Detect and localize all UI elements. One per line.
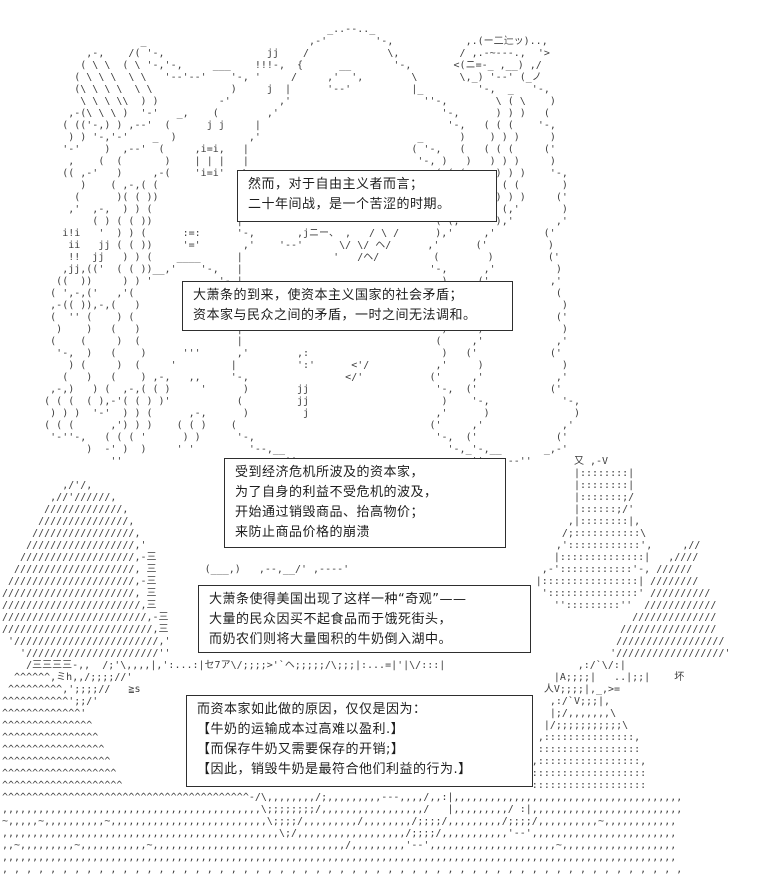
dialog-line: 【因此，销毁牛奶是最符合他们利益的行为.】 (197, 762, 472, 777)
dialog-line: 来防止商品价格的崩溃 (235, 525, 371, 540)
ascii-art-background: _..--.._ _ ,-' '-, ,.(ー二辷ッ).., ,-, /( '-… (2, 24, 731, 875)
dialog-line: 大萧条的到来，使资本主义国家的社会矛盾； (193, 288, 464, 303)
dialog-box-2: 大萧条的到来，使资本主义国家的社会矛盾； 资本家与民众之间的矛盾，一时之间无法调… (182, 281, 513, 331)
dialog-box-1: 然而，对于自由主义者而言； 二十年间战，是一个苦涩的时期。 (237, 170, 497, 222)
dialog-line: 开始通过销毁商品、抬高物价； (235, 505, 425, 520)
dialog-box-3: 受到经济危机所波及的资本家， 为了自身的利益不受危机的波及， 开始通过销毁商品、… (224, 458, 506, 548)
dialog-line: 为了自身的利益不受危机的波及， (235, 485, 438, 500)
dialog-line: 大萧条使得美国出现了这样一种“奇观”—— (209, 592, 467, 607)
dialog-line: 而资本家如此做的原因，仅仅是因为： (197, 702, 427, 717)
dialog-line: 而奶农们则将大量囤积的牛奶倒入湖中。 (209, 632, 453, 647)
dialog-line: 然而，对于自由主义者而言； (248, 177, 424, 192)
dialog-box-5: 而资本家如此做的原因，仅仅是因为： 【牛奶的运输成本过高难以盈利.】 【而保存牛… (186, 695, 533, 787)
dialog-line: 【而保存牛奶又需要保存的开销;】 (197, 742, 405, 757)
dialog-line: 二十年间战，是一个苦涩的时期。 (248, 197, 451, 212)
dialog-box-4: 大萧条使得美国出现了这样一种“奇观”—— 大量的民众因买不起食品而于饿死街头， … (198, 585, 531, 653)
dialog-line: 大量的民众因买不起食品而于饿死街头， (209, 612, 453, 627)
dialog-line: 受到经济危机所波及的资本家， (235, 465, 425, 480)
dialog-line: 【牛奶的运输成本过高难以盈利.】 (197, 722, 405, 737)
dialog-line: 资本家与民众之间的矛盾，一时之间无法调和。 (193, 308, 477, 323)
